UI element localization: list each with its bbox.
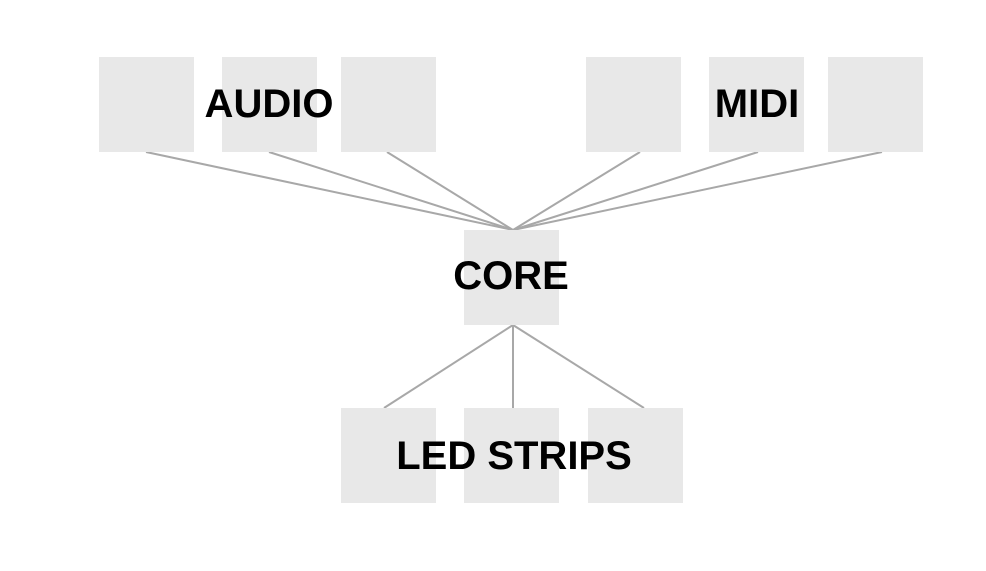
midi-box-2 [709, 57, 804, 152]
midi-box-1 [586, 57, 681, 152]
audio-2-to-core-line [268, 151, 514, 231]
led-strip-box-2 [464, 408, 559, 503]
core-to-led-1-line [383, 324, 514, 409]
audio-1-to-core-line [145, 151, 514, 231]
core-box [464, 230, 559, 325]
midi-3-to-core-line [512, 151, 883, 231]
core-to-led-3-line [512, 324, 645, 409]
audio-3-to-core-line [386, 151, 514, 231]
audio-box-2 [222, 57, 317, 152]
led-strips-label: LED STRIPS [396, 434, 632, 478]
midi-box-3 [828, 57, 923, 152]
audio-label: AUDIO [204, 82, 334, 126]
midi-1-to-core-line [512, 151, 641, 231]
audio-box-1 [99, 57, 194, 152]
led-strip-box-1 [341, 408, 436, 503]
midi-2-to-core-line [512, 151, 759, 231]
audio-box-3 [341, 57, 436, 152]
midi-label: MIDI [714, 82, 800, 126]
core-label: CORE [453, 254, 569, 298]
led-strip-box-3 [588, 408, 683, 503]
